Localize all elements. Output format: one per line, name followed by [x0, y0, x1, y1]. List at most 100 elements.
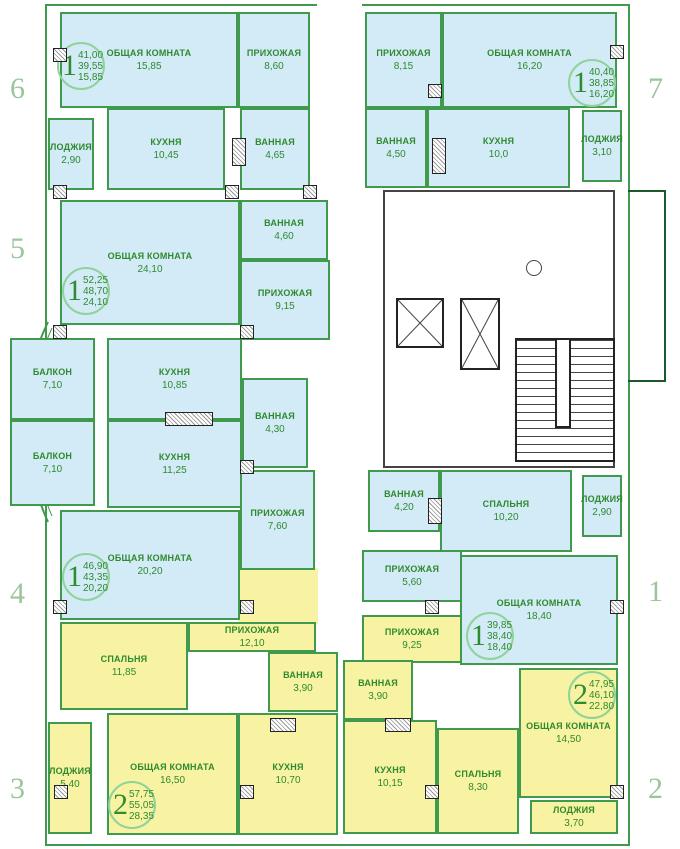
outer-wall: [362, 4, 630, 6]
hallway-fill: [238, 568, 318, 624]
room-name: ОБЩАЯ КОМНАТА: [487, 48, 572, 58]
apartment-number: 4: [10, 577, 25, 610]
room-area: 10,70: [275, 775, 301, 786]
vent-duct: [165, 412, 213, 426]
room-area: 3,70: [564, 818, 584, 829]
room-name: ЛОДЖИЯ: [581, 134, 623, 144]
room-area: 2,90: [592, 507, 612, 518]
room-name: ПРИХОЖАЯ: [257, 288, 313, 298]
living-area: 16,20: [589, 88, 615, 100]
room-area: 8,15: [393, 61, 414, 72]
room-area: 10,20: [493, 512, 519, 523]
apartment-number: 6: [10, 72, 25, 105]
room-area: 8,60: [264, 61, 284, 72]
room-area: 20,20: [137, 566, 163, 577]
room-area: 5,40: [60, 779, 80, 790]
room-area: 3,90: [368, 691, 388, 702]
column: [425, 600, 439, 614]
room-area: 10,45: [153, 150, 179, 161]
room-name: ОБЩАЯ КОМНАТА: [107, 250, 193, 261]
column: [428, 84, 442, 98]
room-count: 1: [67, 274, 82, 307]
room-name: ЛОДЖИЯ: [49, 766, 91, 776]
room: ПРИХОЖАЯ 8,60: [238, 12, 310, 108]
room-name: ПРИХОЖАЯ: [224, 625, 280, 635]
room-area: 4,20: [394, 502, 414, 513]
living-area: 28,35: [129, 810, 155, 822]
room-count: 2: [573, 678, 588, 711]
room-count: 1: [471, 619, 486, 652]
total-area: 52,25: [83, 274, 109, 286]
column: [303, 185, 317, 199]
room: СПАЛЬНЯ 10,20: [440, 470, 572, 552]
room-name: ВАННАЯ: [376, 136, 416, 146]
column: [53, 600, 67, 614]
room-name: ОБЩАЯ КОМНАТА: [526, 721, 611, 731]
room-name: СПАЛЬНЯ: [100, 654, 148, 664]
room-name: КУХНЯ: [272, 762, 304, 772]
room-name: ОБЩАЯ КОМНАТА: [130, 762, 215, 772]
column: [425, 785, 439, 799]
room-area: 4,30: [265, 424, 285, 435]
room: ЛОДЖИЯ 3,10: [581, 110, 623, 182]
room-name: ОБЩАЯ КОМНАТА: [107, 553, 193, 563]
room-count: 1: [67, 560, 82, 593]
room-name: КУХНЯ: [374, 765, 406, 775]
outer-wall: [628, 4, 630, 846]
column: [54, 785, 68, 799]
room-name: СПАЛЬНЯ: [454, 769, 502, 779]
room-area: 15,85: [136, 61, 162, 72]
room: ВАННАЯ 4,50: [365, 108, 427, 188]
room-area: 2,90: [61, 155, 81, 166]
room-name: ЛОДЖИЯ: [50, 142, 92, 152]
room-name: СПАЛЬНЯ: [482, 499, 530, 509]
column: [610, 600, 624, 614]
room-name: ЛОДЖИЯ: [553, 805, 595, 815]
living-total-area: 38,40: [487, 630, 513, 642]
outer-wall: [45, 844, 630, 846]
room: ЛОДЖИЯ 5,40: [48, 722, 92, 834]
living-total-area: 38,85: [589, 77, 615, 89]
living-area: 20,20: [83, 582, 109, 594]
apartment-number: 3: [10, 772, 25, 805]
total-area: 57,75: [129, 788, 155, 800]
living-area: 15,85: [78, 71, 104, 83]
living-total-area: 43,35: [83, 571, 109, 583]
room-name: ПРИХОЖАЯ: [384, 627, 440, 637]
apartment-number: 2: [648, 772, 663, 805]
room-name: ПРИХОЖАЯ: [250, 508, 305, 518]
vent-duct: [385, 718, 411, 732]
stair-well: [555, 338, 571, 428]
column: [53, 325, 67, 339]
drain-icon: [526, 260, 542, 276]
column: [53, 48, 67, 62]
room-area: 10,85: [161, 380, 188, 391]
column: [610, 785, 624, 799]
room-name: ПРИХОЖАЯ: [246, 48, 302, 58]
room-area: 4,50: [386, 149, 406, 160]
living-area: 24,10: [83, 296, 109, 308]
apartment-number: 5: [10, 232, 25, 265]
exterior-stair-outline: [628, 190, 666, 382]
room-count: 2: [113, 788, 128, 821]
room-count: 1: [573, 66, 588, 99]
room-area: 3,10: [592, 147, 612, 158]
vent-duct: [232, 138, 246, 166]
room-name: ВАННАЯ: [255, 411, 295, 421]
total-area: 39,85: [487, 619, 513, 631]
room-name: БАЛКОН: [32, 451, 73, 461]
